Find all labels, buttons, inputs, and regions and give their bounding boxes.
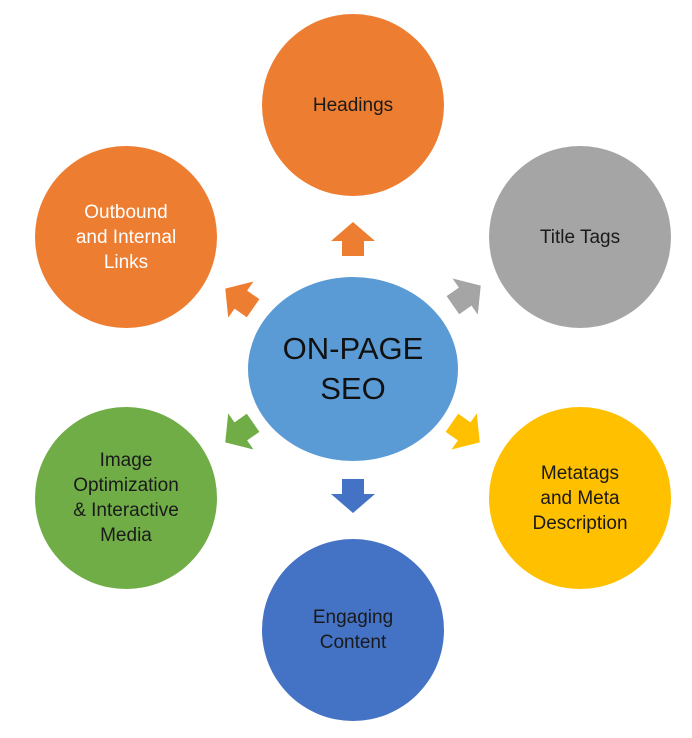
node-image-optimization-label: Image Optimization & Interactive Media <box>73 450 179 546</box>
node-metatags: Metatags and Meta Description <box>489 407 671 589</box>
arrow-headings-icon <box>331 222 375 256</box>
center-node: ON-PAGE SEO <box>248 277 458 461</box>
node-title-tags-label: Title Tags <box>539 226 621 248</box>
center-label: ON-PAGE SEO <box>282 331 424 406</box>
node-metatags-label: Metatags and Meta Description <box>532 462 628 534</box>
arrow-title-tags-icon <box>440 267 494 324</box>
node-engaging-content-label: Engaging Content <box>312 607 394 653</box>
node-image-optimization: Image Optimization & Interactive Media <box>35 407 217 589</box>
node-outbound-links: Outbound and Internal Links <box>35 146 217 328</box>
arrow-metatags-icon <box>439 404 493 461</box>
node-headings: Headings <box>262 14 444 196</box>
arrow-engaging-icon <box>331 479 375 513</box>
node-outbound-links-label: Outbound and Internal Links <box>75 201 177 273</box>
node-headings-label: Headings <box>312 94 394 116</box>
arrow-outbound-icon <box>212 270 266 327</box>
node-title-tags: Title Tags <box>489 146 671 328</box>
node-engaging-content: Engaging Content <box>262 539 444 721</box>
arrow-image-icon <box>212 404 266 461</box>
